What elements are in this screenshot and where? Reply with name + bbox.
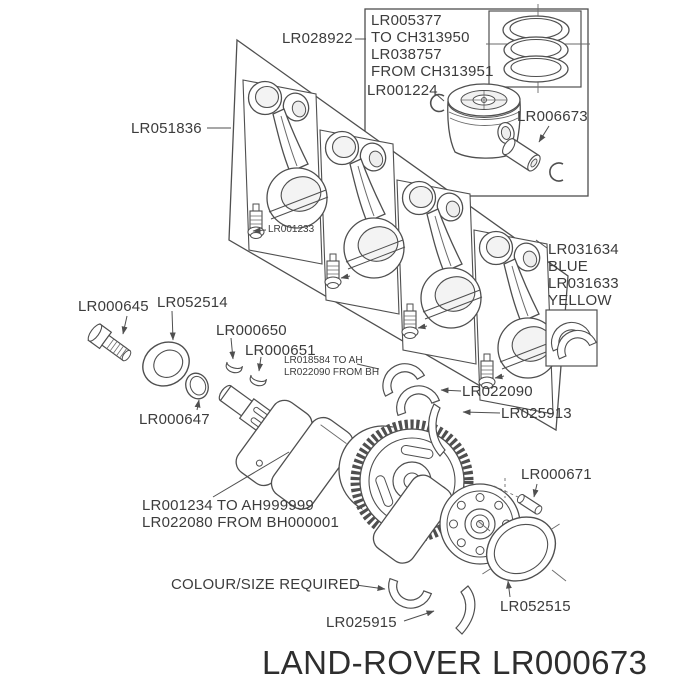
piston-box [364,4,590,197]
bearing-line: BLUE [548,258,588,275]
piston [447,83,521,159]
serial-small-line: LR022090 FROM BH [284,367,380,378]
callout-lr025913: LR025913 [501,405,572,422]
note-line: FROM CH313951 [371,63,494,80]
callout-lr051836: LR051836 [131,120,202,137]
rear-seal-parts [477,478,567,582]
callout-lr000647: LR000647 [139,411,210,428]
conrod-set [228,38,569,432]
callout-lr028922: LR028922 [282,30,353,47]
callout-lr000650: LR000650 [216,322,287,339]
front-end-parts [87,323,268,400]
dowel-pin [516,494,543,515]
callout-lr000651: LR000651 [245,342,316,359]
circlip-icon [429,93,445,113]
serial-small-line: LR018584 TO AH [284,355,363,366]
serial-line: LR022080 FROM BH000001 [142,514,340,531]
note-line: LR005377 [371,12,442,29]
page-title: LAND-ROVER LR000673 [262,644,648,681]
note-line: LR038757 [371,46,442,63]
callout-colour-size: COLOUR/SIZE REQUIRED [171,576,361,593]
bearing-line: YELLOW [548,292,612,309]
circlip-icon [549,162,564,182]
bearing-line: LR031633 [548,275,619,292]
piston-rings [502,15,570,83]
rear-seal-ring [482,516,560,582]
crank-bolt [87,323,132,362]
callout-lr006673: LR006673 [517,108,588,125]
callout-lr001233: LR001233 [268,224,315,235]
callout-lr000671: LR000671 [521,466,592,483]
note-line: TO CH313950 [371,29,470,46]
serial-line: LR001234 TO AH999999 [142,497,314,514]
callout-lr000645: LR000645 [78,298,149,315]
thrust-washer-lower [455,585,476,635]
callout-lr022090: LR022090 [462,383,533,400]
gudgeon-pin [502,138,541,172]
woodruff-key-1 [225,361,244,374]
callout-bearing-colours: LR031634 BLUE LR031633 YELLOW [548,241,619,309]
woodruff-key-2 [249,374,268,387]
callout-lr052514: LR052514 [157,294,228,311]
thrust-washer-upper [428,403,446,457]
leader-lines [121,38,550,622]
bearing-line: LR031634 [548,241,619,258]
bearing-shell-box [535,239,598,367]
callout-lr001224: LR001224 [367,82,438,99]
main-bearing-shells [374,355,476,635]
front-o-ring [185,372,209,400]
callout-lr052515: LR052515 [500,598,571,615]
callout-lr025915: LR025915 [326,614,397,631]
front-pulley-washer [142,341,190,387]
callout-crankshaft-serial: LR001234 TO AH999999 LR022080 FROM BH000… [142,497,339,531]
callout-serial-small: LR018584 TO AH LR022090 FROM BH [284,355,379,379]
crankshaft [218,384,521,565]
callout-piston-note: LR005377 TO CH313950 LR038757 FROM CH313… [371,12,494,80]
